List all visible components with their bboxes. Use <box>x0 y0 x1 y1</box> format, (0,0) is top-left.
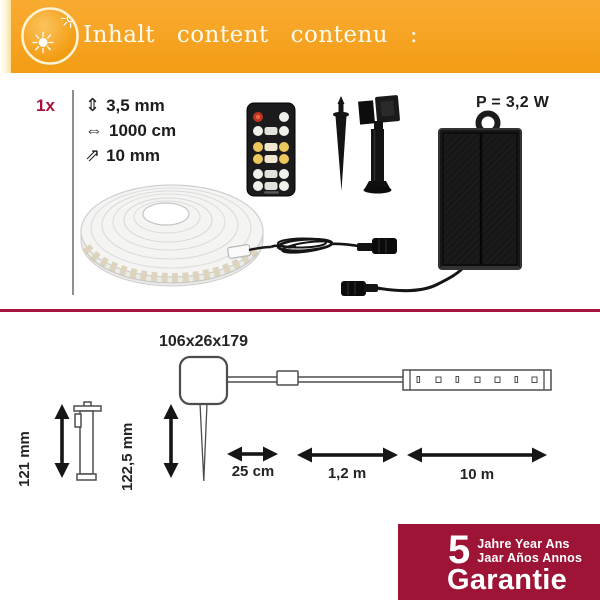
warranty-years: 5 <box>448 528 471 572</box>
pole-drawing <box>73 401 102 481</box>
main-sun-icon: ☀ <box>30 26 56 60</box>
warranty-languages-line2: Jaar Años Annos <box>477 551 583 565</box>
spec-list: ⇕ 3,5 mm ⇔ 1000 cm ⇗ 10 mm <box>85 95 176 166</box>
spec-row-width: ⇗ 10 mm <box>85 145 176 166</box>
strip-length-arrow <box>407 447 547 463</box>
power-label: P = 3,2 W <box>476 94 550 111</box>
spike-height-label: 122,5 mm <box>119 422 136 491</box>
warranty-languages-line1: Jahre Year Ans <box>477 537 570 551</box>
page-title: Inhalt content contenu : <box>83 22 419 48</box>
strip-length-label: 10 m <box>459 466 495 483</box>
cable2-length-label: 1,2 m <box>327 465 367 482</box>
spec-row-height: ⇕ 3,5 mm <box>85 95 176 116</box>
vertical-divider <box>72 90 74 295</box>
spec-value: 3,5 mm <box>106 95 165 115</box>
warranty-languages: Jahre Year Ans Jaar Años Annos <box>477 533 582 565</box>
spec-value: 10 mm <box>106 145 160 165</box>
sun-icon: ☼ ☀ <box>21 5 82 65</box>
section-divider <box>0 309 600 312</box>
pole-height-label: 121 mm <box>16 431 33 487</box>
height-double-arrow-icon: ⇕ <box>85 95 101 115</box>
solar-cable-connector <box>341 266 465 296</box>
strip-drawing <box>402 369 552 391</box>
warranty-label: Garantie <box>447 564 568 596</box>
header-bar: ☼ ☀ Inhalt content contenu : <box>11 0 600 73</box>
spec-row-length: ⇔ 1000 cm <box>85 120 176 141</box>
pole-height-arrow <box>54 404 70 478</box>
strip-cable-connector <box>357 238 397 254</box>
remote-control <box>246 102 296 197</box>
page-edge <box>0 0 11 73</box>
quantity-label: 1x <box>36 96 55 115</box>
spec-value: 1000 cm <box>109 120 177 140</box>
ground-spike <box>333 96 349 191</box>
warranty-top-row: 5 Jahre Year Ans Jaar Años Annos <box>448 528 600 572</box>
diagonal-double-arrow-icon: ⇗ <box>85 145 101 165</box>
cable1-length-label: 25 cm <box>231 463 275 480</box>
solar-panel <box>438 110 522 270</box>
control-box-drawing <box>178 355 403 482</box>
strip-cable <box>227 237 360 259</box>
width-double-arrow-icon: ⇔ <box>85 120 103 140</box>
small-sun-outline-icon: ☼ <box>59 5 82 35</box>
box-size-label: 106x26x179 <box>159 333 248 350</box>
cable2-length-arrow <box>297 447 398 463</box>
warranty-badge: 5 Jahre Year Ans Jaar Años Annos Garanti… <box>398 524 600 600</box>
cable1-length-arrow <box>227 446 278 462</box>
led-strip-coil <box>80 184 264 287</box>
spike-height-arrow <box>163 404 179 478</box>
mounting-stake <box>358 95 400 194</box>
